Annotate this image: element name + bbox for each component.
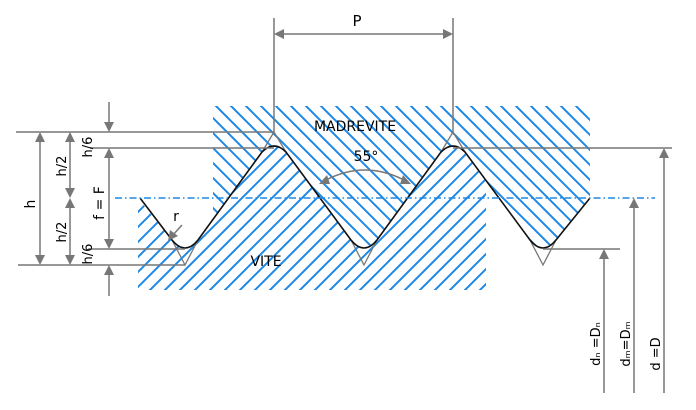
hatch-line bbox=[314, 106, 496, 248]
hatch-line bbox=[690, 100, 696, 280]
hatch-line bbox=[284, 106, 466, 248]
hatch-line bbox=[584, 106, 590, 248]
major-diameter-label: d =D bbox=[649, 337, 664, 370]
hatch-line bbox=[138, 146, 306, 290]
hatch-line bbox=[494, 106, 590, 248]
half-height-top-label: h/2 bbox=[55, 156, 70, 177]
hatch-line bbox=[138, 146, 351, 290]
hatch-line bbox=[449, 106, 590, 248]
height-extension-lines bbox=[16, 131, 274, 266]
hatch-line bbox=[539, 106, 590, 248]
root-radius-dimension: r bbox=[168, 209, 183, 241]
hatch-line bbox=[459, 146, 486, 290]
hatch-line bbox=[374, 106, 556, 248]
thread-profile bbox=[139, 145, 591, 249]
sixth-height-bottom-label: h/6 bbox=[81, 244, 96, 265]
angle-label: 55° bbox=[354, 149, 379, 165]
hatch-line bbox=[138, 146, 246, 290]
hatch-line bbox=[138, 146, 231, 290]
hatch-line bbox=[213, 106, 286, 248]
hatch-line bbox=[299, 106, 481, 248]
hatch-line bbox=[138, 146, 321, 290]
hatch-line bbox=[174, 146, 396, 290]
screw-label: VITE bbox=[250, 254, 281, 270]
hatch-line bbox=[389, 106, 571, 248]
hatch-line bbox=[213, 106, 271, 248]
hatch-line bbox=[520, 90, 696, 310]
hatch-line bbox=[550, 90, 696, 310]
hatch-line bbox=[474, 146, 486, 290]
hatch-line bbox=[580, 90, 696, 310]
diameter-dimensions: dₙ =Dₙ dₘ=Dₘ d =D bbox=[453, 147, 672, 393]
hatch-line bbox=[434, 106, 590, 248]
hatch-line bbox=[354, 146, 486, 290]
hatch-line bbox=[213, 106, 316, 248]
hatch-line bbox=[138, 146, 336, 290]
hatch-line bbox=[419, 106, 590, 248]
hatch-line bbox=[600, 100, 696, 280]
nut-label: MADREVITE bbox=[314, 119, 396, 135]
hatch-line bbox=[309, 146, 486, 290]
radius-label: r bbox=[173, 209, 179, 225]
hatch-line bbox=[595, 90, 696, 310]
height-h-dimension: h bbox=[23, 132, 45, 265]
hatch-line bbox=[269, 106, 451, 248]
half-height-bottom-label: h/2 bbox=[55, 222, 70, 243]
hatch-line bbox=[645, 100, 696, 280]
hatch-line bbox=[404, 106, 586, 248]
pitch-label: P bbox=[352, 12, 361, 30]
sixth-height-top-label: h/6 bbox=[81, 137, 96, 158]
hatch-line bbox=[675, 100, 696, 280]
depth-dimension: h/6 f = F h/6 bbox=[81, 102, 114, 296]
hatch-line bbox=[429, 146, 486, 290]
hatch-line bbox=[324, 146, 486, 290]
hatch-line bbox=[213, 106, 331, 248]
hatch-line bbox=[615, 100, 696, 280]
hatch-line bbox=[144, 146, 366, 290]
hatch-line bbox=[569, 106, 590, 248]
hatch-line bbox=[138, 146, 276, 290]
half-height-dimension: h/2 h/2 bbox=[55, 132, 75, 265]
hatch-line bbox=[610, 90, 696, 310]
working-depth-label: f = F bbox=[92, 186, 108, 220]
pitch-dimension: P bbox=[273, 12, 454, 132]
hatch-line bbox=[509, 106, 590, 248]
hatch-line bbox=[204, 146, 426, 290]
hatch-line bbox=[464, 106, 590, 248]
height-label: h bbox=[23, 200, 39, 209]
hatch-line bbox=[630, 100, 696, 280]
hatch-line bbox=[339, 146, 486, 290]
hatch-line bbox=[479, 106, 590, 248]
hatch-line bbox=[660, 100, 696, 280]
hatch-line bbox=[213, 106, 301, 248]
hatch-line bbox=[189, 146, 411, 290]
pitch-diameter-label: dₘ=Dₘ bbox=[619, 321, 634, 366]
minor-diameter-label: dₙ =Dₙ bbox=[589, 322, 604, 366]
hatch-line bbox=[399, 146, 486, 290]
hatch-line bbox=[239, 106, 421, 248]
hatch-line bbox=[444, 146, 486, 290]
hatch-line bbox=[535, 90, 696, 310]
hatch-line bbox=[384, 146, 486, 290]
hatch-line bbox=[565, 90, 696, 310]
flank-angle-dimension: 55° bbox=[319, 149, 411, 184]
hatch-line bbox=[159, 146, 381, 290]
hatch-line bbox=[554, 106, 590, 248]
hatch-line bbox=[369, 146, 486, 290]
hatch-line bbox=[524, 106, 590, 248]
hatch-line bbox=[414, 146, 486, 290]
hatch-line bbox=[254, 106, 436, 248]
